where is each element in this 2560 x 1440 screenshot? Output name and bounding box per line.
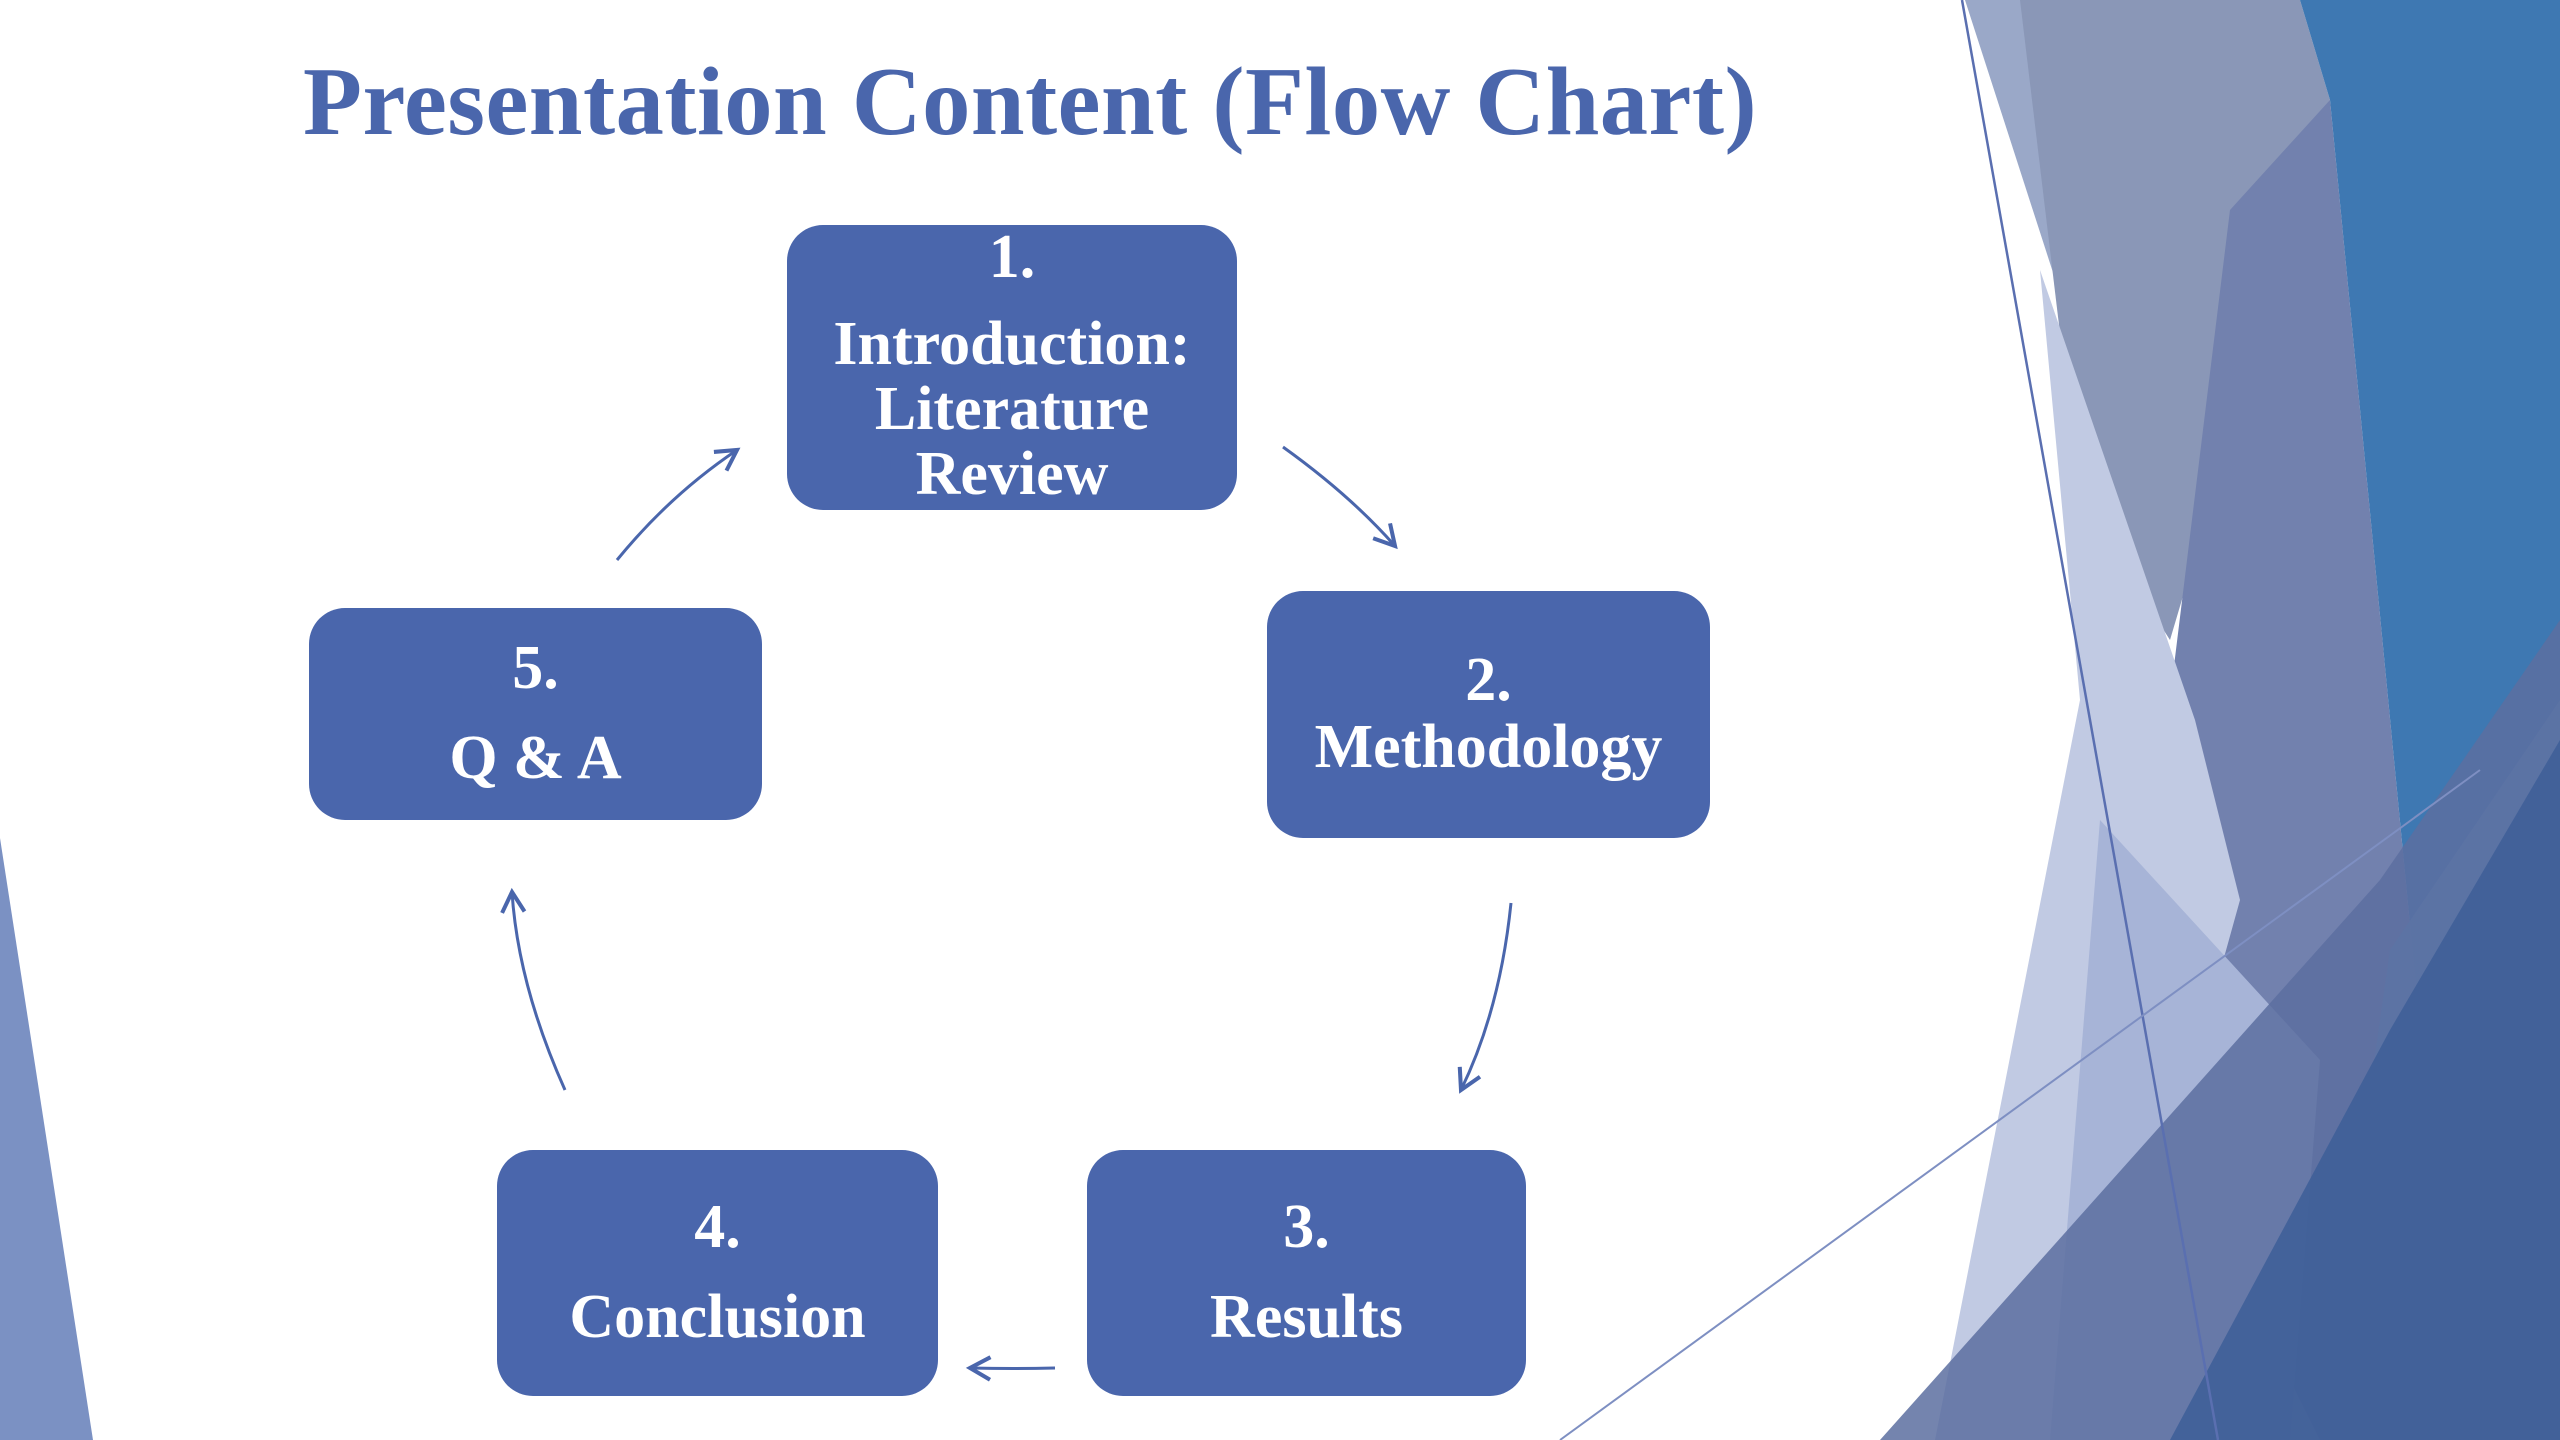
right-facet-navy [2170, 740, 2560, 1440]
step-label-line: Methodology [1314, 712, 1663, 781]
slide-title: Presentation Content (Flow Chart) [303, 48, 1758, 156]
decor-thin-line-vertical [1960, 0, 2220, 1440]
flow-step-results: 3. Results [1087, 1150, 1526, 1396]
flow-step-qa: 5. Q & A [309, 608, 762, 820]
step-label-line: Introduction: [833, 310, 1191, 379]
step-label-line: Q & A [449, 724, 622, 793]
step-number: 3. [1283, 1192, 1330, 1261]
step-number: 1. [988, 223, 1036, 291]
flow-step-methodology: 2. Methodology [1267, 591, 1710, 838]
step-label-line: Literature [874, 375, 1150, 444]
flow-step-conclusion: 4. Conclusion [497, 1150, 938, 1396]
step-label-line: Conclusion [569, 1283, 866, 1352]
left-edge-facet [0, 838, 93, 1440]
decor-thin-line-diagonal [1559, 769, 2481, 1440]
step-label-line: Results [1210, 1283, 1403, 1352]
step-number: 4. [694, 1192, 741, 1261]
step-number: 2. [1465, 646, 1512, 715]
step-label-line: Review [915, 440, 1109, 509]
flow-step-introduction: 1. Introduction: Literature Review [787, 223, 1237, 510]
step-number: 5. [512, 633, 559, 702]
